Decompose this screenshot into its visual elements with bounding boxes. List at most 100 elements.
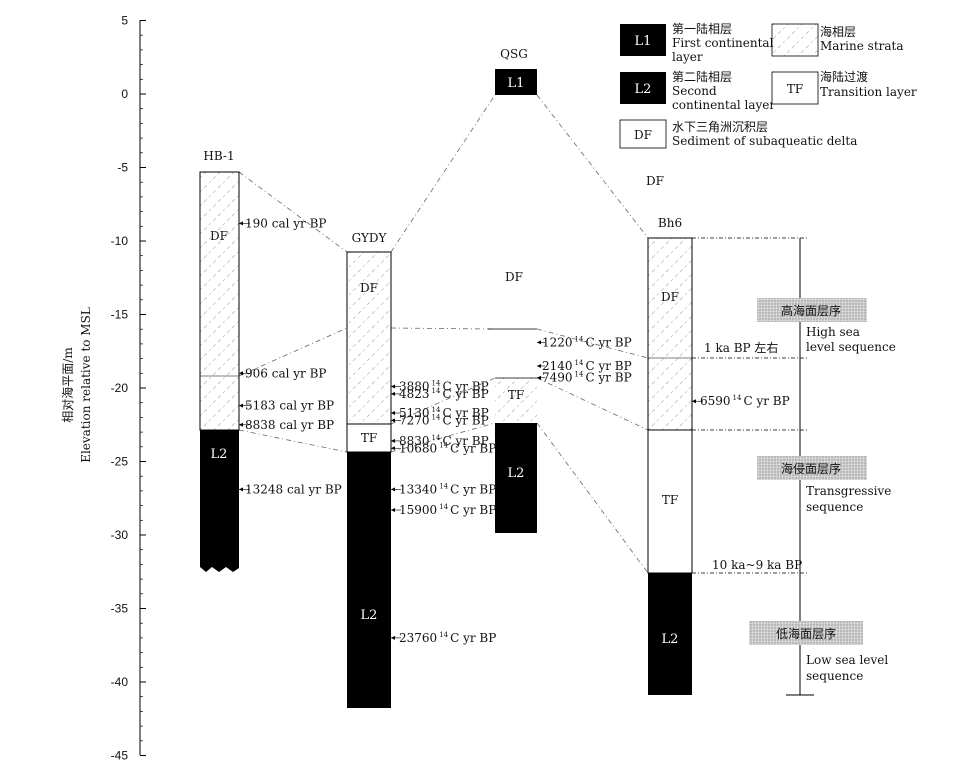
date-arrow [239, 371, 243, 376]
hb1-df-layer [199, 171, 240, 431]
date-label: 190 cal yr BP [245, 216, 326, 230]
date-arrow [239, 403, 243, 408]
date-label: 5183 cal yr BP [245, 399, 334, 413]
gydy-df-layer [346, 251, 392, 425]
legend-l1-cn: 第一陆相层 [672, 21, 732, 36]
legend-df-cn: 水下三角洲沉积层 [672, 120, 768, 134]
qsg-tf-layer [495, 378, 537, 423]
legend-l2-code: L2 [635, 82, 652, 97]
legend-tf-swatch [771, 71, 819, 105]
y-tick-label: -40 [111, 675, 129, 689]
legend-tf-code: TF [787, 82, 803, 96]
y-tick-label: -25 [111, 455, 129, 469]
date-label: 13248 cal yr BP [245, 482, 342, 496]
ka10-label: 10 ka~9 ka BP [712, 558, 802, 572]
qsg-df-label: DF [505, 270, 523, 284]
y-tick-label: -15 [111, 308, 129, 322]
legend-l1-en1: First continental [672, 36, 774, 50]
date-label: 906 cal yr BP [245, 366, 326, 380]
bh6-l2-layer [648, 573, 692, 695]
date-arrow [537, 340, 541, 345]
legend-df-en: Sediment of subaqueatic delta [672, 134, 857, 148]
date-arrow [391, 438, 395, 443]
date-arrow [692, 399, 696, 404]
qsg-tf-label: TF [508, 388, 524, 402]
correlation-lines [238, 94, 649, 574]
low-sequence-cn: 低海面层序 [776, 626, 836, 641]
legend-l1-en2: layer [672, 50, 703, 64]
date-arrow [239, 221, 243, 226]
hb1-df-label: DF [210, 229, 228, 243]
date-arrow [391, 446, 395, 451]
y-axis: 50-5-10-15-20-25-30-35-40-45 相对海平面/m Ele… [60, 14, 146, 763]
bh6-df-label: DF [661, 290, 679, 304]
qsg-l1-label: L1 [508, 76, 525, 91]
date-arrow [537, 363, 541, 368]
y-tick-label: -35 [111, 602, 129, 616]
legend-l2-cn: 第二陆相层 [672, 69, 732, 84]
core-bh6-name: Bh6 [658, 216, 682, 230]
qsg-l2-label: L2 [508, 466, 525, 481]
core-hb1-name: HB-1 [203, 149, 234, 163]
y-axis-label-en: Elevation relative to MSL [79, 307, 93, 463]
trans-sequence-en2: sequence [806, 500, 863, 514]
core-qsg: QSG L1 DF TF L2 [488, 47, 537, 533]
high-sequence-cn: 高海面层序 [781, 303, 841, 318]
low-sequence-box [749, 621, 863, 645]
low-sequence-en2: sequence [806, 669, 863, 683]
date-arrow [391, 508, 395, 513]
qsg-l2-layer [495, 423, 537, 533]
ka1-label: 1 ka BP 左右 [704, 340, 778, 355]
trans-sequence-cn: 海侵面层序 [781, 461, 841, 476]
y-axis-label-cn: 相对海平面/m [60, 347, 75, 423]
legend-l2-en1: Second [672, 84, 717, 98]
date-arrow [239, 487, 243, 492]
core-gydy: GYDY DF TF L2 [346, 231, 392, 708]
date-arrow [239, 422, 243, 427]
date-arrow [391, 487, 395, 492]
y-tick-label: -20 [111, 381, 129, 395]
legend-l1-swatch [620, 24, 666, 56]
legend-df-swatch [619, 119, 667, 149]
legend-marine-swatch [771, 23, 819, 57]
date-arrow [537, 375, 541, 380]
legend-l2-swatch [620, 72, 666, 104]
date-arrow [391, 418, 395, 423]
high-sequence-box [757, 298, 867, 322]
df-between-label: DF [646, 174, 664, 188]
legend-marine-cn: 海相层 [820, 24, 856, 39]
qsg-l1-layer [495, 69, 537, 95]
date-arrow [391, 635, 395, 640]
core-gydy-name: GYDY [352, 231, 388, 245]
y-tick-label: -5 [117, 161, 128, 175]
legend-df-code: DF [634, 128, 652, 142]
bh6-df-layer [647, 237, 693, 431]
legend-tf-en: Transition layer [820, 85, 917, 99]
legend-l2-en2: continental layer [672, 98, 775, 112]
date-label: 8838 cal yr BP [245, 418, 334, 432]
gydy-tf-label: TF [361, 431, 377, 445]
y-axis-ticks: 50-5-10-15-20-25-30-35-40-45 [111, 14, 146, 763]
legend-marine-en: Marine strata [820, 39, 904, 53]
trans-sequence-box [757, 456, 867, 480]
gydy-df-label: DF [360, 281, 378, 295]
gydy-l2-layer [347, 452, 391, 708]
y-tick-label: -30 [111, 528, 129, 542]
y-tick-label: 0 [121, 87, 128, 101]
